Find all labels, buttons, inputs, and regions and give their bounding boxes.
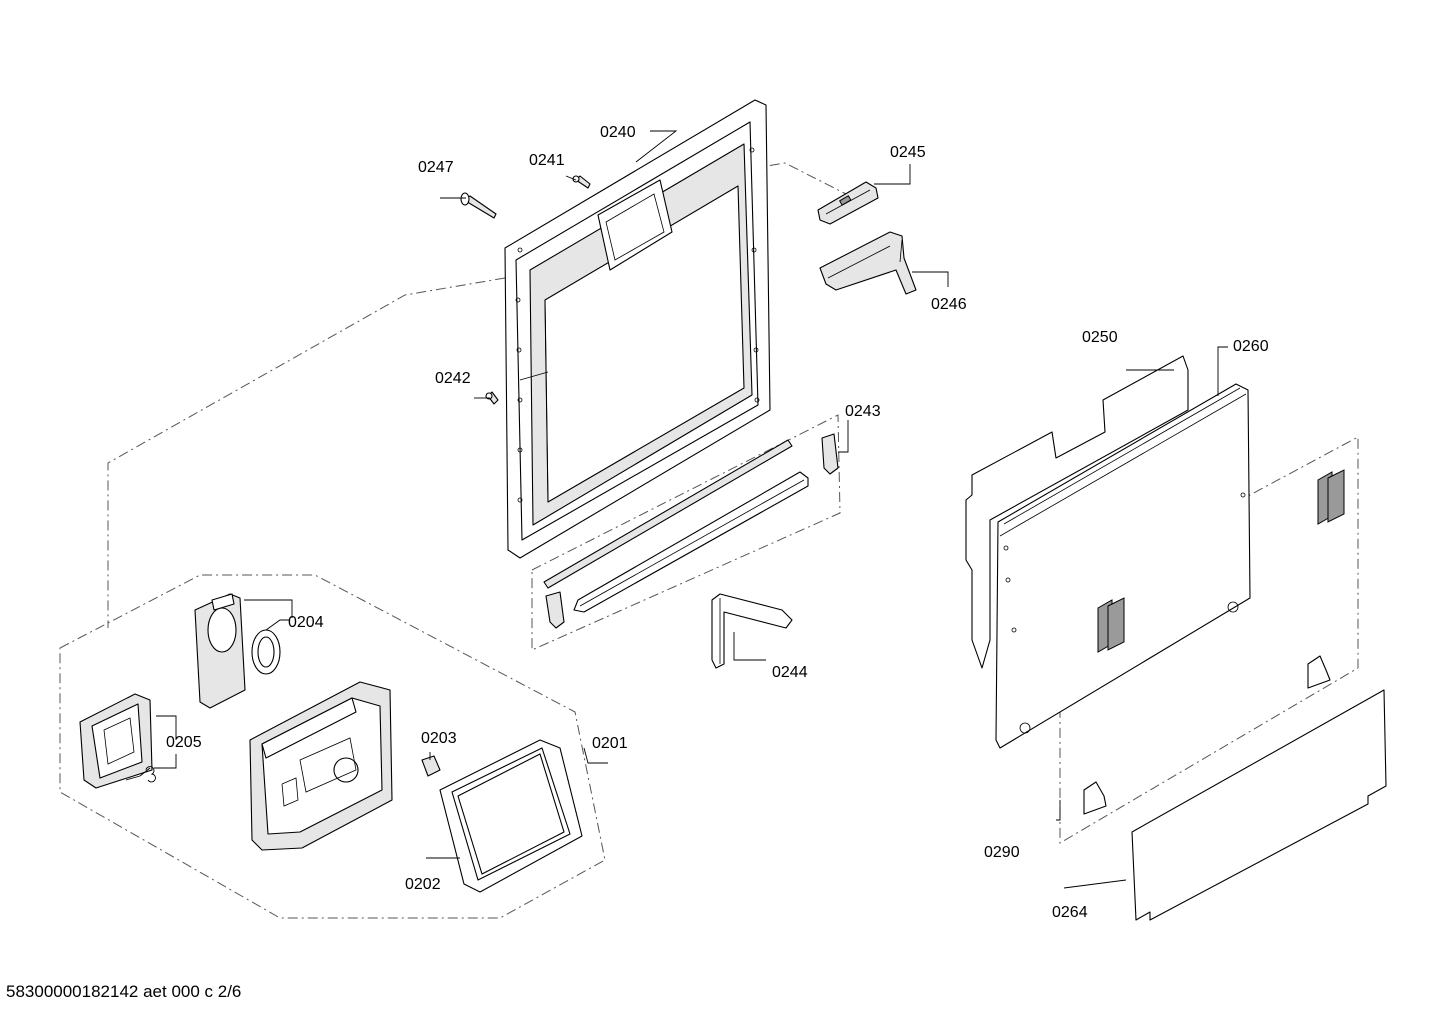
part-0204-ring [251,629,281,675]
callout-0241: 0241 [529,152,565,169]
bracket-0244 [711,593,793,669]
part-0204-bracket [194,593,246,709]
callout-0244: 0244 [772,664,808,681]
part-0205-spring [125,766,156,783]
callout-0201: 0201 [592,735,628,752]
callout-0246: 0246 [931,296,967,313]
part-0205-cover [79,693,153,789]
part-0202-seal [439,739,583,893]
callout-0204: 0204 [288,614,324,631]
detergent-opening [597,179,673,271]
callout-0290: 0290 [984,844,1020,861]
part-0201-dispenser [249,681,393,851]
leader-lines [154,130,1228,889]
kick-plate-0264 [1131,689,1387,921]
callout-0242: 0242 [435,370,471,387]
callout-0202: 0202 [405,876,441,893]
outline-top-bracket [611,162,849,196]
screw-0242 [485,391,499,405]
callout-0245: 0245 [890,144,926,161]
screw-0247 [460,192,497,219]
outline-0290-group [1059,436,1359,844]
assembly-outlines [59,162,1359,919]
outline-0201-group [59,574,606,919]
hinge-bracket-0246 [819,231,917,295]
outline-0243-group [531,414,841,651]
callout-0247: 0247 [418,159,454,176]
rail-set-0243 [543,433,839,629]
callout-labels: 0240 0241 0247 0245 0246 0242 0243 0244 … [166,124,1269,921]
outline-inner-door-to-lower-group [107,277,506,628]
callout-0203: 0203 [421,730,457,747]
callout-0205: 0205 [166,734,202,751]
outer-door-panel-0260 [995,383,1251,749]
callout-0243: 0243 [845,403,881,420]
insulation-panel-0250 [965,355,1189,669]
inner-door-0240 [504,99,771,559]
callout-0250: 0250 [1082,329,1118,346]
mounting-clips-0290 [1083,469,1345,815]
callout-0260: 0260 [1233,338,1269,355]
callout-0264: 0264 [1052,904,1088,921]
part-0203-clip [421,755,441,777]
screw-0241 [572,175,591,189]
hinge-bracket-0245 [817,181,879,225]
callout-0240: 0240 [600,124,636,141]
document-code: 58300000182142 aet 000 c 2/6 [6,982,241,1001]
